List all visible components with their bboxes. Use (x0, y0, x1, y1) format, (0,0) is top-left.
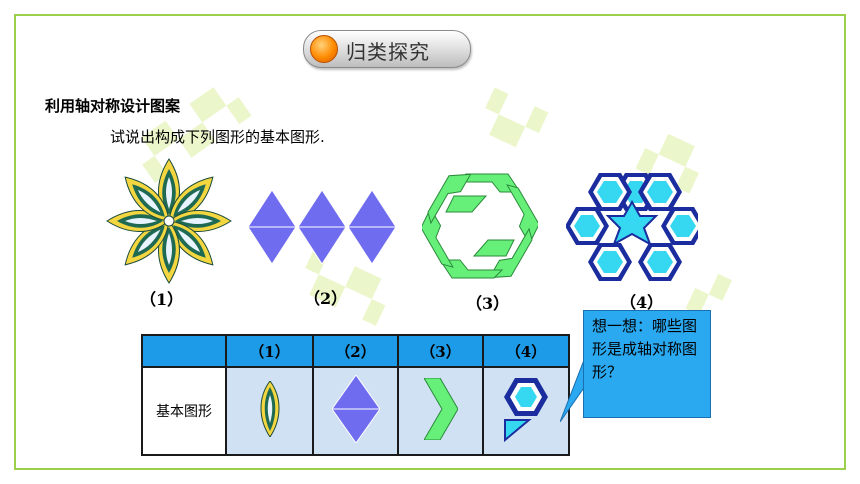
petal-icon (260, 380, 279, 438)
svg-text:▚▞: ▚▞ (475, 87, 549, 154)
basic-shape-cell-3 (397, 366, 484, 456)
prompt-text: 试说出构成下列图形的基本图形. (110, 128, 325, 146)
header-title: 归类探究 (346, 40, 430, 64)
section-title: 利用轴对称设计图案 (45, 97, 181, 115)
hexagon-triangle-icon (504, 378, 548, 443)
table-header-1: （1） (225, 334, 314, 368)
chevron-hexagon-pattern-icon (422, 172, 538, 280)
slide-frame (14, 14, 846, 470)
orb-icon (310, 35, 338, 63)
table-header-row: （1） （2） （3） （4） (141, 334, 570, 368)
basic-shapes-table: （1） （2） （3） （4） 基本图形 (141, 334, 570, 456)
row-label: 基本图形 (141, 366, 227, 456)
hexagon-star-pattern-icon (566, 173, 698, 281)
callout-tail (560, 360, 588, 422)
figure-label-4: （4） (620, 293, 664, 312)
flower-pattern-icon (106, 158, 232, 284)
table-header-2: （2） (312, 334, 399, 368)
figure-label-1: （1） (140, 290, 184, 309)
diamond-icon (330, 374, 381, 444)
table-header-3: （3） (397, 334, 484, 368)
table-row: 基本图形 (141, 366, 570, 456)
callout-text: 想一想：哪些图形是成轴对称图形？ (592, 317, 698, 381)
basic-shape-cell-1 (225, 366, 314, 456)
basic-shape-cell-4 (482, 366, 570, 456)
callout-box: 想一想：哪些图形是成轴对称图形？ (583, 310, 711, 418)
figure-label-2: （2） (304, 289, 348, 308)
table-header-corner (141, 334, 227, 368)
figure-label-3: （3） (466, 294, 510, 313)
header-pill: 归类探究 (303, 30, 471, 68)
chevron-icon (422, 377, 459, 441)
table-header-4: （4） (482, 334, 570, 368)
basic-shape-cell-2 (312, 366, 399, 456)
triangle-diamonds-pattern-icon (248, 190, 396, 264)
